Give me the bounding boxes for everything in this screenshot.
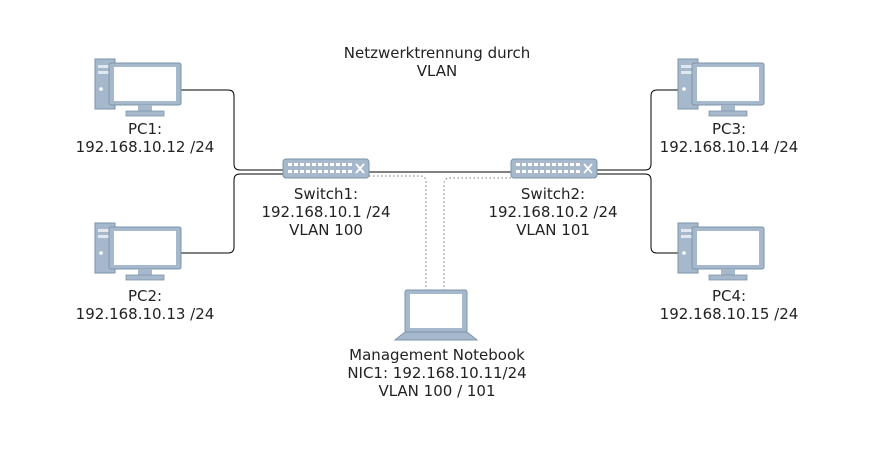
switch1-label: Switch1: 192.168.10.1 /24 VLAN 100 [261, 185, 390, 239]
switch2-icon [510, 158, 598, 179]
notebook-vlan: VLAN 100 / 101 [378, 382, 496, 400]
switch2-ip: 192.168.10.2 /24 [488, 203, 618, 221]
network-links [180, 89, 695, 254]
pc3-name: PC3: [711, 120, 747, 138]
pc2-icon [94, 222, 182, 281]
pc2-ip: 192.168.10.13 /24 [75, 305, 215, 323]
management-links [369, 175, 511, 290]
pc3-icon [677, 58, 765, 117]
pc1-ip: 192.168.10.12 /24 [75, 138, 215, 156]
link-switch2-pc4 [597, 173, 695, 254]
pc2-label: PC2: 192.168.10.13 /24 [76, 287, 215, 323]
notebook-label: Management Notebook NIC1: 192.168.10.11/… [347, 346, 526, 400]
link-pc2-switch1 [180, 173, 283, 254]
notebook-nic: NIC1: 192.168.10.11/24 [347, 364, 527, 382]
pc4-label: PC4: 192.168.10.15 /24 [660, 287, 799, 323]
switch1-icon [282, 158, 370, 179]
title-line-2: VLAN [416, 62, 458, 80]
pc4-ip: 192.168.10.15 /24 [659, 305, 799, 323]
switch2-label: Switch2: 192.168.10.2 /24 VLAN 101 [488, 185, 617, 239]
switch1-vlan: VLAN 100 [289, 221, 363, 239]
pc1-icon [94, 58, 182, 117]
link-switch2-notebook [443, 177, 511, 290]
switch2-name: Switch2: [520, 185, 586, 203]
pc1-name: PC1: [127, 120, 163, 138]
link-switch2-pc3 [597, 89, 695, 171]
notebook-icon [394, 289, 478, 341]
link-pc1-switch1 [180, 89, 283, 171]
switch1-name: Switch1: [293, 185, 359, 203]
switch2-vlan: VLAN 101 [516, 221, 590, 239]
pc3-ip: 192.168.10.14 /24 [659, 138, 799, 156]
pc4-icon [677, 222, 765, 281]
pc2-name: PC2: [127, 287, 163, 305]
pc4-name: PC4: [711, 287, 747, 305]
pc3-label: PC3: 192.168.10.14 /24 [660, 120, 799, 156]
switch1-ip: 192.168.10.1 /24 [261, 203, 391, 221]
link-switch1-notebook [369, 175, 427, 290]
diagram-title: Netzwerktrennung durch VLAN [344, 44, 530, 80]
notebook-name: Management Notebook [349, 346, 525, 364]
pc1-label: PC1: 192.168.10.12 /24 [76, 120, 215, 156]
title-line-1: Netzwerktrennung durch [343, 44, 531, 62]
